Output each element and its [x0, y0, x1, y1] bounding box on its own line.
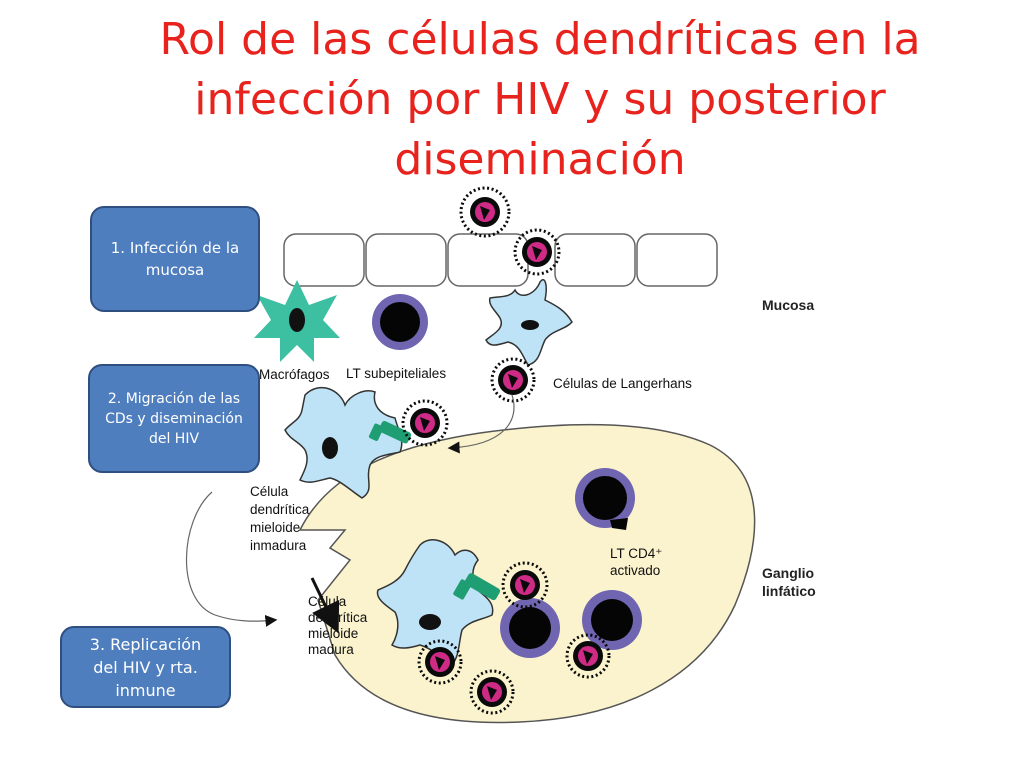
step-2-line: 2. Migración de las — [107, 390, 241, 407]
lymphocyte — [500, 598, 560, 658]
langerhans-cell — [485, 279, 573, 366]
hiv-virion — [469, 669, 515, 715]
label-ganglio: Ganglio linfático — [762, 565, 816, 599]
label-lt-cd4-line: LT CD4⁺ — [610, 546, 662, 561]
label-ganglio-line: Ganglio — [762, 565, 814, 581]
slide-title: Rol de las células dendríticas en la inf… — [110, 10, 970, 190]
cd4-receptor — [368, 420, 412, 444]
step-3-box: 3. Replicación del HIV y rta. inmune — [60, 626, 231, 708]
epithelial-cell — [283, 233, 365, 287]
label-cd-madura-line: dendrítica — [308, 610, 368, 625]
title-line-3: diseminación — [394, 134, 686, 185]
label-cd-madura-line: Célula — [308, 594, 347, 609]
label-cd-madura-line: madura — [308, 642, 354, 657]
epithelial-cell — [636, 233, 718, 287]
hiv-virion — [565, 633, 611, 679]
step-3-line: del HIV y rta. — [93, 657, 198, 677]
label-ganglio-line: linfático — [762, 583, 816, 599]
title-line-2: infección por HIV y su posterior — [194, 74, 886, 125]
hiv-virion — [459, 186, 511, 238]
label-langerhans: Células de Langerhans — [553, 376, 692, 391]
label-cd-inmadura: Célula dendrítica mieloide inmadura — [250, 484, 310, 553]
label-cd-madura-line: mieloide — [308, 626, 358, 641]
immature-dendritic-cell — [284, 386, 412, 499]
label-cd-inmadura-line: Célula — [250, 484, 289, 499]
lymphocyte — [582, 590, 642, 650]
step-3-line: 3. Replicación — [89, 634, 202, 654]
label-lt-cd4-line: activado — [610, 563, 660, 578]
epithelial-cell — [365, 233, 447, 287]
maturation-arrow — [310, 577, 340, 634]
step-1-line: 1. Infección de la — [110, 239, 240, 257]
hiv-virion — [401, 399, 449, 447]
label-cd-inmadura-line: mieloide — [250, 520, 300, 535]
step-2-line: CDs y diseminación — [105, 410, 243, 427]
step-3-line: inmune — [115, 680, 176, 700]
label-lt-subepiteliales: LT subepiteliales — [346, 366, 446, 381]
langerhans-migration-arrow — [447, 394, 515, 454]
hiv-virion — [501, 561, 549, 609]
title-line-1: Rol de las células dendríticas en la — [159, 14, 921, 65]
label-cd-inmadura-line: inmadura — [250, 538, 307, 553]
step-1-line: mucosa — [145, 261, 205, 279]
label-cd-inmadura-line: dendrítica — [250, 502, 310, 517]
label-lt-cd4: LT CD4⁺ activado — [610, 546, 662, 578]
step-1-box: 1. Infección de la mucosa — [90, 206, 260, 312]
lymph-migration-arrow — [186, 491, 278, 627]
label-macrofagos: Macrófagos — [259, 367, 330, 382]
step-2-box: 2. Migración de las CDs y diseminación d… — [88, 364, 260, 473]
hiv-virion — [513, 228, 561, 276]
macrophage — [254, 280, 340, 362]
hiv-virion — [417, 639, 463, 685]
label-mucosa: Mucosa — [762, 297, 814, 313]
label-cd-madura: Célula dendrítica mieloide madura — [308, 594, 368, 657]
epithelial-layer — [283, 233, 718, 287]
cd4-receptor — [453, 573, 501, 601]
epithelial-cell — [554, 233, 636, 287]
lt-cd4-activado — [575, 468, 635, 530]
lt-subepitelial — [372, 294, 428, 350]
step-2-line: del HIV — [148, 430, 200, 447]
mature-dendritic-cell — [376, 539, 501, 670]
hiv-virion-group — [401, 186, 611, 715]
